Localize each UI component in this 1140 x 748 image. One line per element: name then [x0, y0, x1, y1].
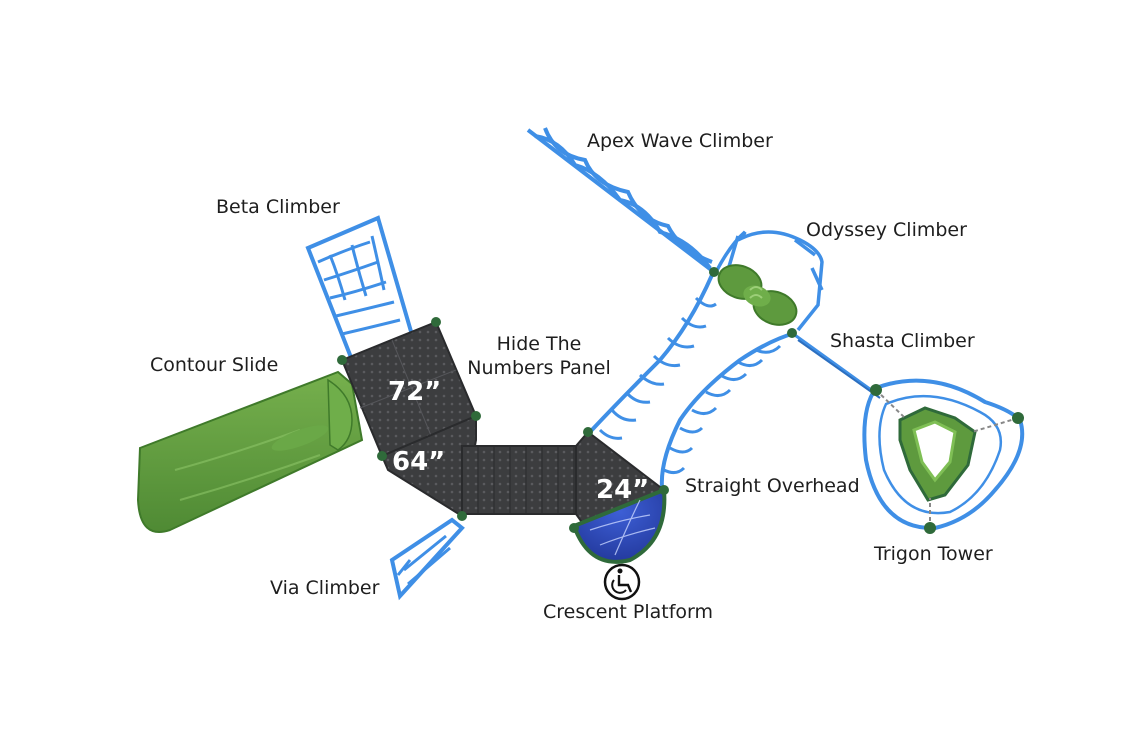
height-label-64: 64”: [392, 447, 445, 477]
odyssey-platform: [717, 264, 798, 326]
label-apex-wave-climber: Apex Wave Climber: [587, 130, 773, 152]
label-hide-line-2: Numbers Panel: [467, 357, 611, 379]
label-crescent-platform: Crescent Platform: [543, 601, 714, 623]
shasta-climber: [791, 331, 881, 399]
via-climber: [389, 517, 465, 601]
trigon-tower: [862, 378, 1025, 534]
posts: [337, 267, 797, 533]
label-via-climber: Via Climber: [270, 577, 380, 599]
label-odyssey-climber: Odyssey Climber: [806, 219, 967, 241]
crescent-platform: [571, 487, 667, 564]
label-hide-line-1: Hide The: [496, 333, 582, 355]
label-straight-overhead: Straight Overhead: [685, 475, 860, 497]
odyssey-climber: [714, 230, 824, 332]
label-beta-climber: Beta Climber: [216, 196, 340, 218]
contour-slide: [136, 370, 364, 533]
label-contour-slide: Contour Slide: [150, 354, 279, 376]
straight-overhead: [588, 274, 796, 489]
label-hide-the-numbers-panel: Hide The Numbers Panel: [464, 332, 614, 380]
deck-72: [340, 320, 478, 458]
wheelchair-accessible-icon: [603, 563, 641, 601]
deck-bridge: [461, 445, 589, 515]
apex-wave-climber: [526, 127, 716, 274]
label-trigon-tower: Trigon Tower: [874, 543, 993, 565]
height-label-24: 24”: [596, 475, 649, 505]
height-label-72: 72”: [388, 377, 441, 407]
label-shasta-climber: Shasta Climber: [830, 330, 975, 352]
